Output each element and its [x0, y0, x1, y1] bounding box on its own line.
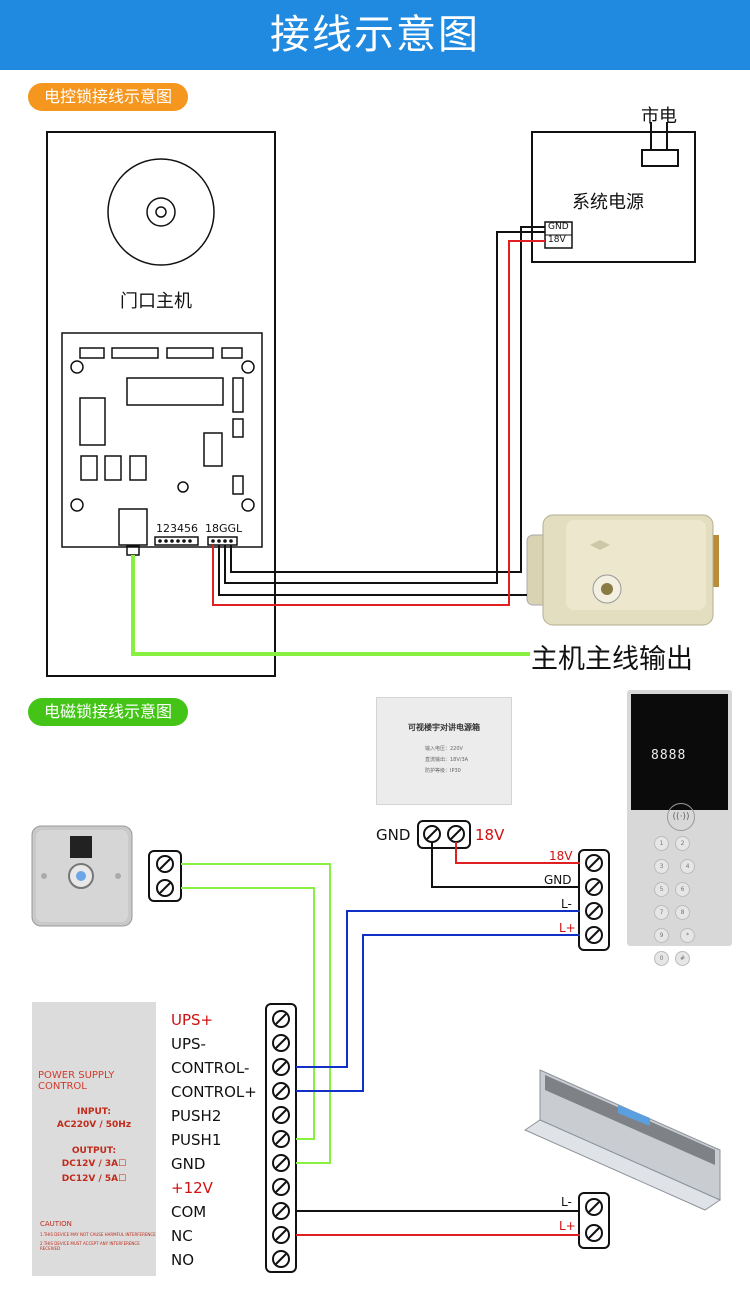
lock-terminal-label: L- [561, 1195, 572, 1209]
exit-button-terminals [148, 850, 182, 902]
ps-input-value: AC220V / 50Hz [56, 1120, 132, 1130]
panel-terminal-label: 18V [549, 849, 573, 863]
psu-box-row: 输入电压：220V [425, 746, 463, 752]
terminal-label-ups-minus: UPS- [171, 1035, 206, 1053]
panel-terminals [578, 849, 610, 951]
terminal-label-12v: +12V [171, 1179, 213, 1197]
circuit-board [61, 332, 263, 556]
door-host-unit [46, 131, 276, 677]
terminal-label-push2: PUSH2 [171, 1107, 222, 1125]
card-reader-icon: ((·)) [667, 803, 695, 831]
electric-lock [526, 514, 719, 626]
power-supply-control-photo: POWER SUPPLY CONTROL INPUT: AC220V / 50H… [32, 1002, 156, 1276]
ps-caution-line: 1.THIS DEVICE MAY NOT CAUSE HARMFUL INTE… [40, 1232, 156, 1237]
green-output-wire [131, 555, 530, 656]
terminal-label-control-minus: CONTROL- [171, 1059, 250, 1077]
terminal-label-nc: NC [171, 1227, 193, 1245]
board-pins [158, 539, 233, 543]
psu-box-row: 防护等级：IP30 [425, 768, 461, 774]
terminal-label-gnd: GND [171, 1155, 206, 1173]
wires-section-1 [212, 226, 545, 606]
panel-terminal-label: GND [544, 873, 572, 887]
board-pin-label-1: 123456 [156, 522, 198, 535]
ps-output-2: DC12V / 5A☐ [61, 1174, 127, 1184]
terminal-label-no: NO [171, 1251, 195, 1269]
system-power-label: 系统电源 [572, 192, 644, 213]
host-output-label: 主机主线输出 [531, 644, 693, 675]
host-speaker-inner [155, 206, 167, 218]
panel-screen: 8888 [631, 694, 728, 810]
terminal-label-ups-plus: UPS+ [171, 1011, 214, 1029]
ps-output-1: DC12V / 3A☐ [61, 1159, 127, 1169]
terminal-label-push1: PUSH1 [171, 1131, 222, 1149]
terminal-label-control-plus: CONTROL+ [171, 1083, 257, 1101]
mains-label: 市电 [641, 106, 677, 127]
psu-18v-label: 18V [475, 826, 505, 844]
panel-digits: 8888 [651, 748, 687, 763]
ps-input-label: INPUT: [76, 1107, 112, 1117]
ps-control-title: POWER SUPPLY CONTROL [38, 1070, 115, 1092]
psu-box-title: 可视楼宇对讲电源箱 [408, 723, 480, 732]
host-speaker-outer [107, 158, 215, 266]
ps-caution-line: 2.THIS DEVICE MUST ACCEPT ANY INTERFEREN… [40, 1241, 140, 1251]
lock-terminal-label: L+ [559, 1219, 576, 1233]
psu-output-terminals [417, 820, 471, 849]
power-18v-tag: 18V [548, 235, 566, 245]
wires-section-2 [181, 842, 580, 1236]
terminal-label-com: COM [171, 1203, 207, 1221]
panel-terminal-label: L+ [559, 921, 576, 935]
section-pill-magnetic-lock: 电磁锁接线示意图 [28, 698, 189, 726]
board-pin-label-2: 18GGL [205, 522, 243, 535]
panel-terminal-label: L- [561, 897, 572, 911]
section-pill-electric-lock: 电控锁接线示意图 [28, 83, 189, 111]
exit-button-photo [31, 825, 133, 927]
power-gnd-tag: GND [548, 222, 569, 232]
ps-output-label: OUTPUT: [71, 1146, 117, 1156]
magnetic-lock-photo [523, 1069, 722, 1211]
mains-plug [641, 149, 679, 167]
psu-gnd-label: GND [376, 826, 411, 844]
magnetic-lock-terminals [578, 1192, 610, 1249]
intercom-psu-photo: 可视楼宇对讲电源箱 输入电压：220V 直流输出：18V/3A 防护等级：IP3… [376, 697, 512, 805]
page-title: 接线示意图 [0, 0, 750, 70]
door-host-label: 门口主机 [120, 291, 192, 312]
ps-caution: CAUTION [40, 1220, 72, 1228]
psu-box-row: 直流输出：18V/3A [425, 757, 469, 763]
control-terminal-strip [265, 1003, 297, 1273]
host-speaker-mid [146, 197, 176, 227]
